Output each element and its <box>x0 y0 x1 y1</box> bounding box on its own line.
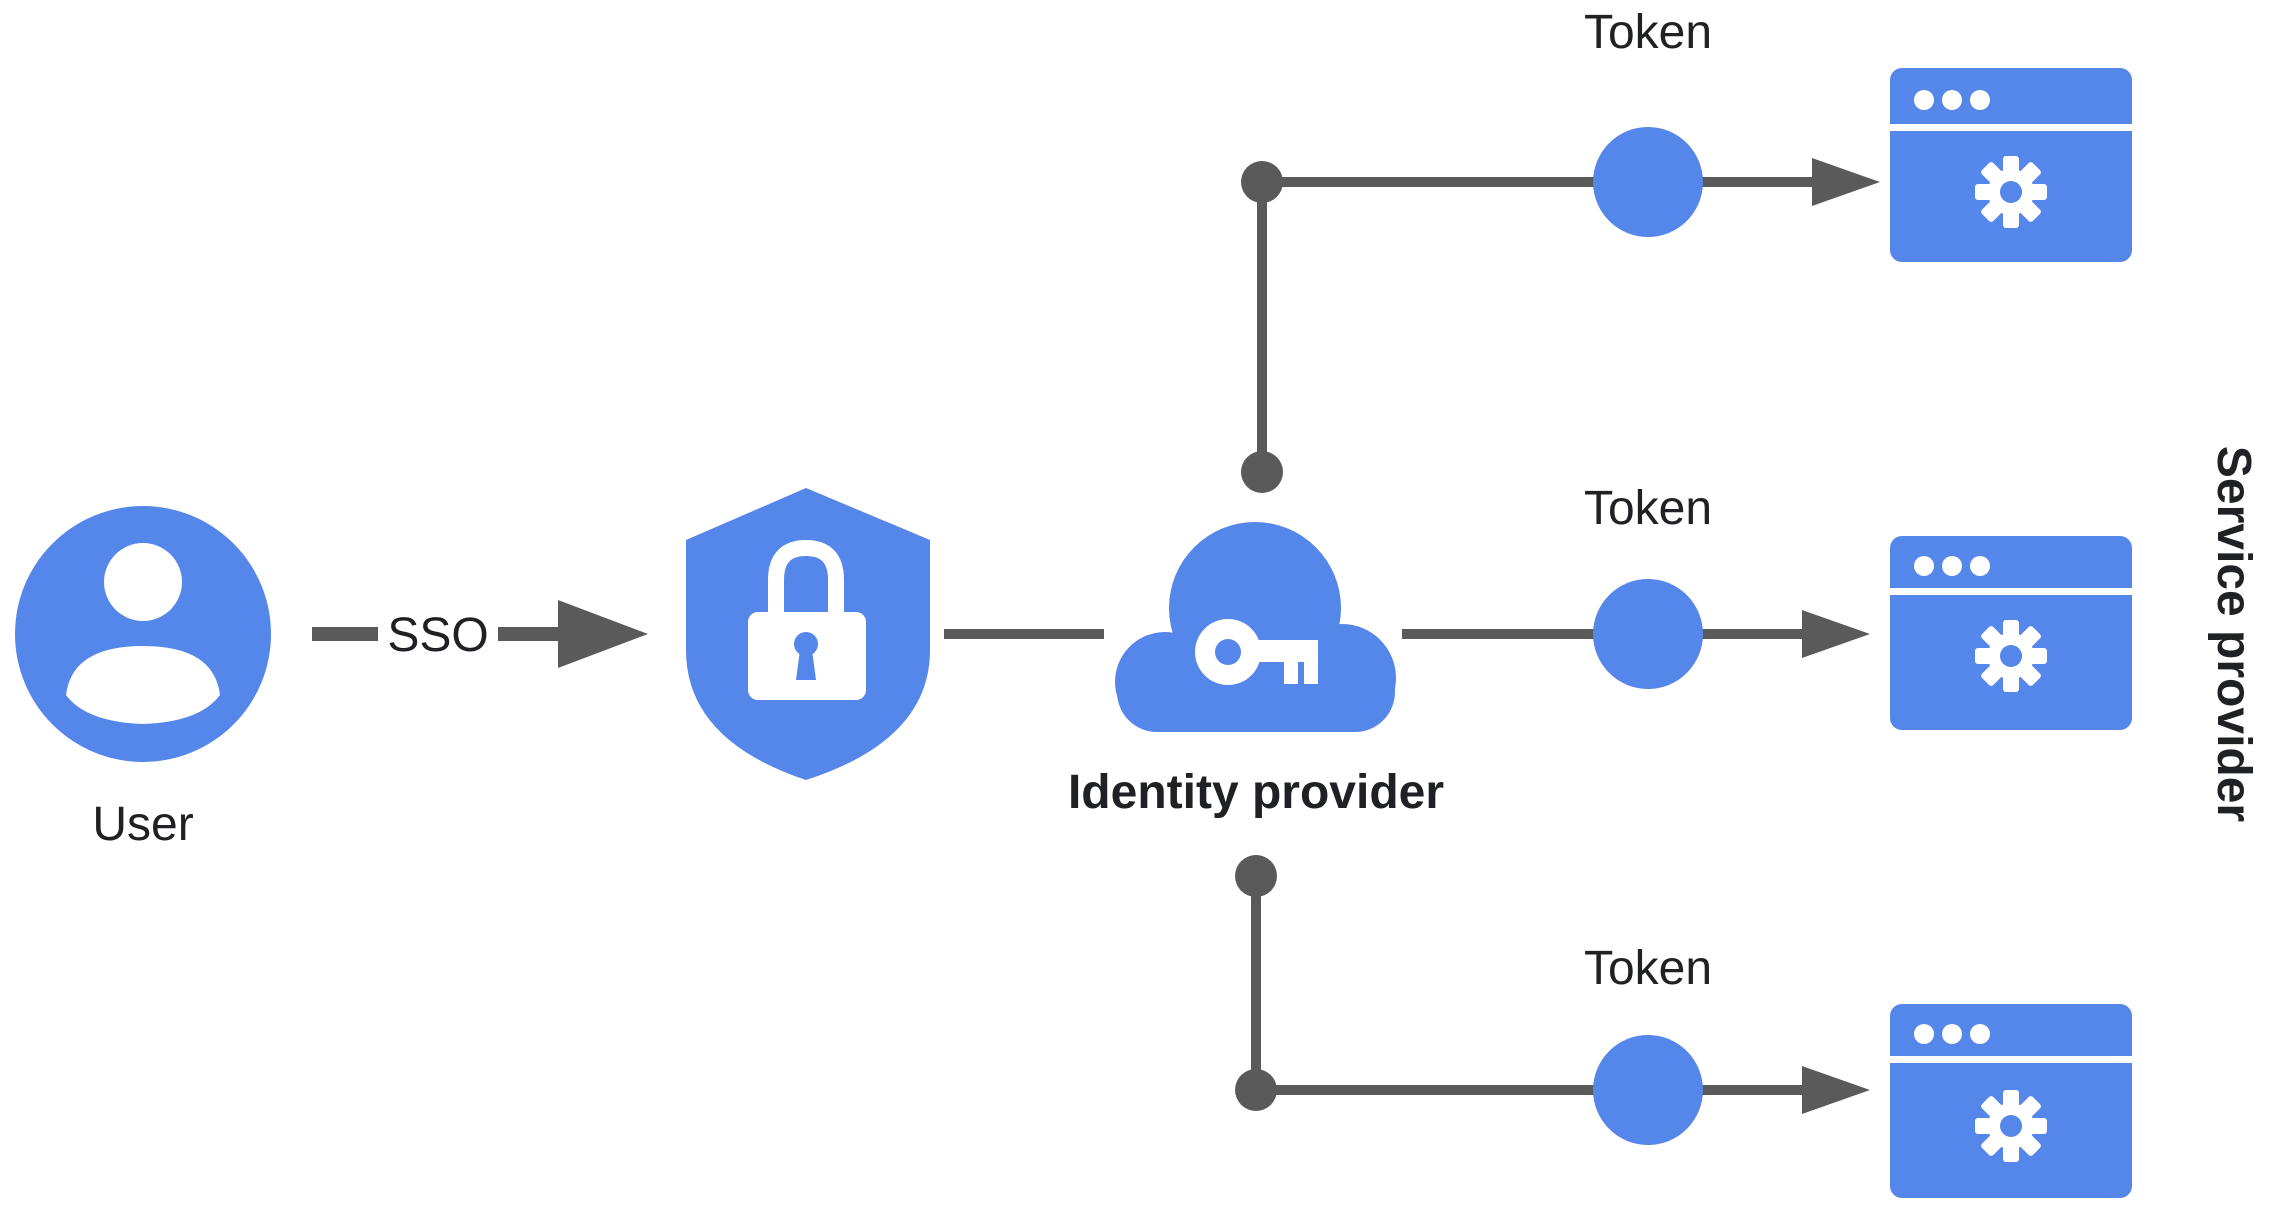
token-circle-icon <box>1593 579 1703 689</box>
app-window-gear-icon <box>1890 1004 2132 1198</box>
sso-label: SSO <box>387 609 488 662</box>
user-icon <box>15 506 271 762</box>
junction-dot <box>1235 855 1277 897</box>
token-circle-icon <box>1593 1035 1703 1145</box>
token-label-bottom: Token <box>1584 942 1712 995</box>
token-label-top: Token <box>1584 6 1712 59</box>
app-window-gear-icon <box>1890 68 2132 262</box>
top-branch-connector <box>1241 158 1880 493</box>
token-circle-icon <box>1593 127 1703 237</box>
junction-dot <box>1241 161 1283 203</box>
bottom-branch-connector <box>1235 855 1870 1114</box>
middle-branch-connector <box>1402 610 1870 658</box>
sso-connector <box>312 600 648 668</box>
cloud-key-icon <box>1115 522 1396 732</box>
shield-lock-icon <box>686 488 930 780</box>
app-window-gear-icon <box>1890 536 2132 730</box>
service-provider-label: Service provider <box>2207 446 2260 822</box>
sso-arrowhead <box>558 600 648 668</box>
junction-dot <box>1235 1069 1277 1111</box>
token-label-middle: Token <box>1584 482 1712 535</box>
identity-provider-label: Identity provider <box>1068 766 1444 819</box>
user-label: User <box>92 798 193 851</box>
junction-dot <box>1241 451 1283 493</box>
